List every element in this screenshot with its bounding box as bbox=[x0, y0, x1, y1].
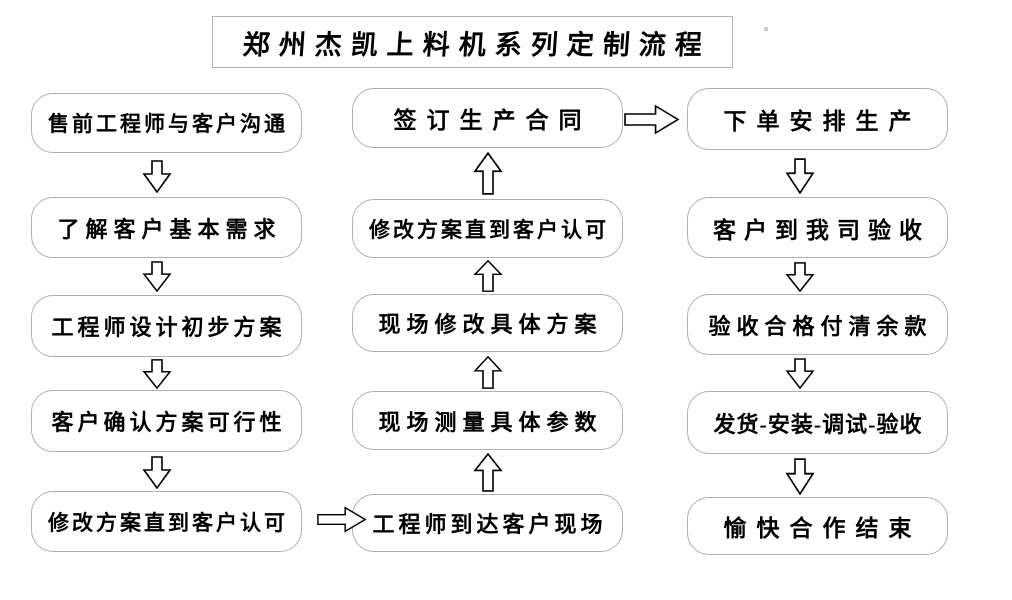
up-arrow-icon bbox=[473, 453, 503, 492]
down-arrow-icon bbox=[142, 359, 172, 389]
node-order-production: 下单安排生产 bbox=[687, 88, 948, 150]
node-understand-needs: 了解客户基本需求 bbox=[31, 197, 302, 258]
up-arrow-icon bbox=[473, 356, 503, 389]
down-arrow-icon bbox=[785, 458, 815, 495]
right-arrow-icon bbox=[317, 505, 367, 534]
page-title: 郑州杰凯上料机系列定制流程 bbox=[241, 29, 712, 60]
node-engineer-arrives-site: 工程师到达客户现场 bbox=[352, 494, 623, 552]
node-revise-until-approved-1: 修改方案直到客户认可 bbox=[31, 491, 302, 552]
right-arrow-icon bbox=[624, 103, 680, 136]
node-sign-contract: 签订生产合同 bbox=[352, 88, 623, 148]
down-arrow-icon bbox=[142, 261, 172, 292]
node-revise-until-approved-2: 修改方案直到客户认可 bbox=[352, 199, 623, 258]
down-arrow-icon bbox=[785, 262, 815, 292]
up-arrow-icon bbox=[473, 260, 503, 292]
up-arrow-icon bbox=[473, 152, 503, 195]
node-initial-design: 工程师设计初步方案 bbox=[31, 295, 302, 357]
node-presale-communication: 售前工程师与客户沟通 bbox=[31, 93, 302, 153]
down-arrow-icon bbox=[785, 158, 815, 194]
node-happy-cooperation-end: 愉快合作结束 bbox=[687, 497, 948, 555]
node-confirm-feasibility: 客户确认方案可行性 bbox=[31, 390, 302, 452]
node-ship-install-debug-accept: 发货-安装-调试-验收 bbox=[687, 391, 948, 454]
title-box: 郑州杰凯上料机系列定制流程 bbox=[212, 16, 733, 68]
node-pay-balance: 验收合格付清余款 bbox=[687, 294, 948, 355]
down-arrow-icon bbox=[785, 358, 815, 389]
down-arrow-icon bbox=[142, 160, 172, 193]
node-onsite-measure-params: 现场测量具体参数 bbox=[352, 391, 623, 450]
node-customer-acceptance: 客户到我司验收 bbox=[687, 197, 948, 258]
down-arrow-icon bbox=[142, 456, 172, 489]
node-onsite-revise-plan: 现场修改具体方案 bbox=[352, 294, 623, 352]
stray-mark bbox=[764, 27, 768, 31]
